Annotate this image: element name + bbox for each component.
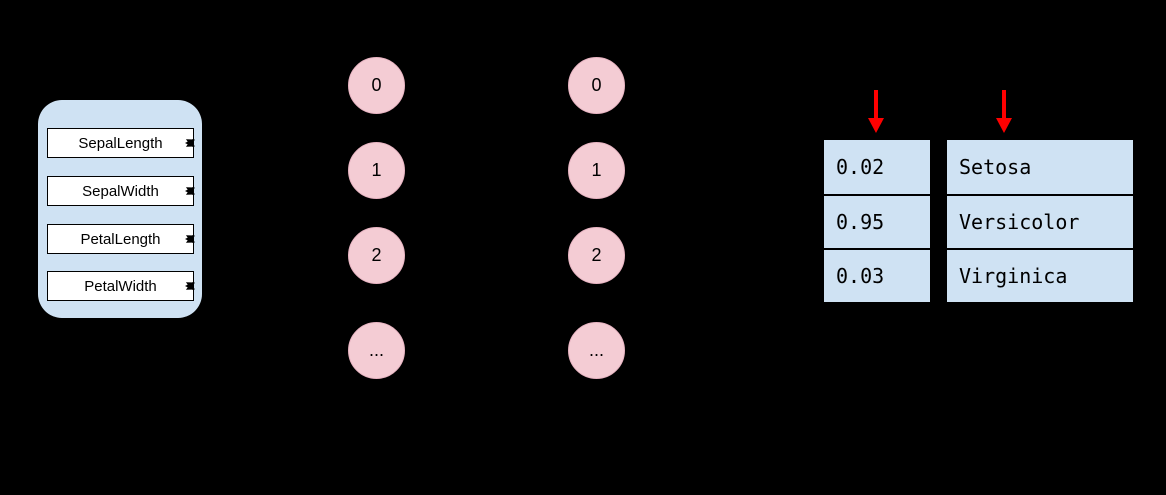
hidden2-node-0: 0 xyxy=(568,57,625,114)
class-cell-virginica: Virginica xyxy=(947,248,1133,302)
feature-box-petal-width: PetalWidth xyxy=(47,271,195,301)
hidden2-node-2: 2 xyxy=(568,227,625,284)
feature-box-petal-length: PetalLength xyxy=(47,224,195,254)
class-cell-versicolor: Versicolor xyxy=(947,194,1133,248)
feature-box-sepal-length: SepalLength xyxy=(47,128,195,158)
hidden1-node-0: 0 xyxy=(348,57,405,114)
hidden1-node-1: 1 xyxy=(348,142,405,199)
hidden1-node-ellipsis: ... xyxy=(348,322,405,379)
feature-label-sepal-length: SepalLength xyxy=(78,134,163,152)
feature-label-petal-length: PetalLength xyxy=(80,230,161,248)
hidden1-node-2: 2 xyxy=(348,227,405,284)
class-cell-setosa: Setosa xyxy=(947,140,1133,194)
hidden2-node-ellipsis: ... xyxy=(568,322,625,379)
probability-cell-1: 0.95 xyxy=(824,194,930,248)
down-arrow-icon xyxy=(996,90,1012,133)
probability-table: 0.02 0.95 0.03 xyxy=(822,138,932,304)
feature-box-sepal-width: SepalWidth xyxy=(47,176,195,206)
down-arrow-icon xyxy=(868,90,884,133)
hidden2-node-1: 1 xyxy=(568,142,625,199)
probability-cell-0: 0.02 xyxy=(824,140,930,194)
feature-label-petal-width: PetalWidth xyxy=(84,277,157,295)
feature-label-sepal-width: SepalWidth xyxy=(82,182,159,200)
class-table: Setosa Versicolor Virginica xyxy=(945,138,1135,304)
probability-cell-2: 0.03 xyxy=(824,248,930,302)
